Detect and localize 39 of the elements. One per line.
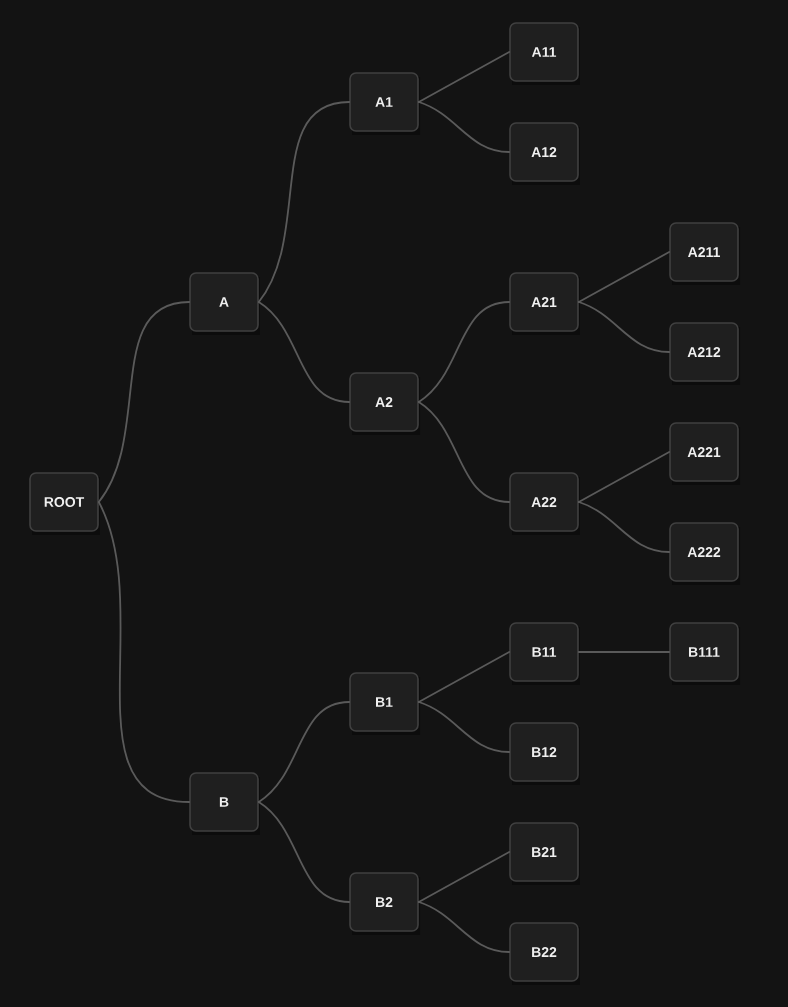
connector-line xyxy=(257,701,351,803)
connector-line xyxy=(577,651,671,653)
connector-line xyxy=(417,851,511,903)
connector-line xyxy=(417,701,511,753)
node-box: B11 xyxy=(509,622,580,685)
node-box: A211 xyxy=(669,222,740,285)
connector-line xyxy=(417,51,511,103)
connector-line xyxy=(417,651,511,703)
node-box: A221 xyxy=(669,422,740,485)
connector-line xyxy=(97,501,191,803)
connector-line xyxy=(417,101,511,153)
connector-line xyxy=(97,301,191,503)
node-box: A2 xyxy=(349,372,420,435)
node-box: B21 xyxy=(509,822,580,885)
node-box: B1 xyxy=(349,672,420,735)
node-box: A21 xyxy=(509,272,580,335)
connector-line xyxy=(577,301,671,353)
node-box: A22 xyxy=(509,472,580,535)
node-box: A xyxy=(189,272,260,335)
connector-line xyxy=(577,501,671,553)
node-box: A1 xyxy=(349,72,420,135)
node-box: A11 xyxy=(509,22,580,85)
node-box: B111 xyxy=(669,622,740,685)
connector-line xyxy=(417,901,511,953)
node-box: A222 xyxy=(669,522,740,585)
connector-line xyxy=(257,301,351,403)
node-box: B xyxy=(189,772,260,835)
connector-line xyxy=(257,801,351,903)
node-box: B12 xyxy=(509,722,580,785)
connector-line xyxy=(577,451,671,503)
connector-line xyxy=(417,401,511,503)
connector-line xyxy=(257,101,351,303)
node-box: A212 xyxy=(669,322,740,385)
connector-line xyxy=(577,251,671,303)
node-box: B2 xyxy=(349,872,420,935)
node-box: B22 xyxy=(509,922,580,985)
connector-line xyxy=(417,301,511,403)
node-box: ROOT xyxy=(29,472,100,535)
node-box: A12 xyxy=(509,122,580,185)
